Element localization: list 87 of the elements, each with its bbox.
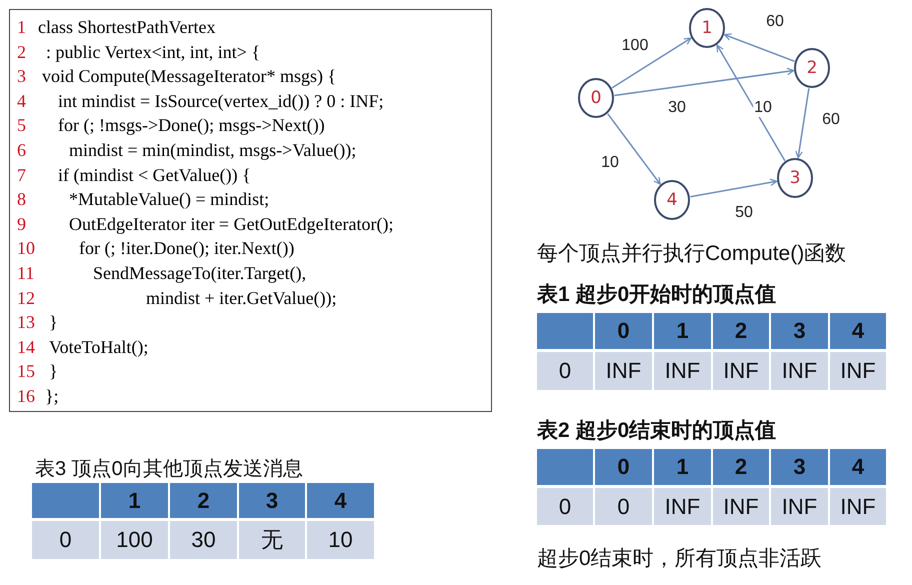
code-line: mindist = min(mindist, msgs->Value()); <box>69 140 356 160</box>
header-cell: 1 <box>654 449 711 485</box>
line-number: 11 <box>17 263 34 283</box>
header-cell: 2 <box>713 313 769 349</box>
table-cell: 0 <box>595 488 652 525</box>
header-cell: 3 <box>771 313 828 349</box>
code-line: for (; !msgs->Done(); msgs->Next()) <box>58 115 325 136</box>
table-cell: INF <box>771 488 828 525</box>
table-title: 表1 超步0开始时的顶点值 <box>537 282 776 308</box>
table-cell: 0 <box>32 521 99 559</box>
table-cell: INF <box>595 352 652 390</box>
line-number: 6 <box>17 140 26 160</box>
code-line: OutEdgeIterator iter = GetOutEdgeIterator(); <box>69 214 394 234</box>
code-line: void Compute(MessageIterator* msgs) { <box>42 66 336 86</box>
header-cell: 0 <box>595 449 652 485</box>
code-line: : public Vertex<int, int, int> { <box>46 42 260 62</box>
code-line: class ShortestPathVertex <box>38 17 216 37</box>
vertex-number: 2 <box>806 58 818 78</box>
vertex-circle <box>689 8 725 48</box>
edge-label: 10 <box>753 99 773 117</box>
note: 超步0结束时，所有顶点非活跃 <box>537 546 822 572</box>
line-number: 9 <box>17 214 26 234</box>
code-line: } <box>49 312 58 332</box>
table-cell: 0 <box>537 352 593 390</box>
line-number: 14 <box>17 336 35 357</box>
code-line: int mindist = IsSource(vertex_id()) ? 0 : INF; <box>58 90 384 111</box>
arrow <box>716 44 786 162</box>
caption: 每个顶点并行执行Compute()函数 <box>537 241 846 267</box>
table-cell: 10 <box>307 521 374 559</box>
line-number: 2 <box>17 42 26 62</box>
header-cell: 3 <box>239 483 305 518</box>
code-line: VoteToHalt(); <box>49 336 148 357</box>
line-number: 8 <box>17 189 26 210</box>
table-cell: INF <box>830 488 886 525</box>
arrow <box>690 178 778 198</box>
line-number: 10 <box>17 238 35 258</box>
table-cell: 100 <box>101 521 168 559</box>
table-cell: 0 <box>537 488 593 525</box>
code-line: if (mindist < GetValue()) { <box>58 164 251 185</box>
arrow <box>612 38 692 88</box>
vertex-circle <box>777 158 813 198</box>
code-line: for (; !iter.Done(); iter.Next()) <box>79 238 294 258</box>
line-number: 7 <box>17 164 26 185</box>
code-line: *MutableValue() = mindist; <box>69 189 270 210</box>
arrow <box>614 68 794 96</box>
table-cell: INF <box>771 352 828 390</box>
code-box <box>9 9 492 412</box>
table-cell: 无 <box>239 521 305 559</box>
header-cell: 1 <box>101 483 168 518</box>
line-number: 13 <box>17 312 35 332</box>
table-title: 表3 顶点0向其他顶点发送消息 <box>35 457 303 482</box>
header-cell: 1 <box>654 313 711 349</box>
line-number: 5 <box>17 115 26 136</box>
vertex-number: 0 <box>590 88 602 108</box>
line-number: 12 <box>17 288 35 308</box>
vertex-number: 3 <box>790 168 800 188</box>
table-cell: INF <box>654 352 711 390</box>
arrow <box>607 113 661 185</box>
table-cell: INF <box>713 352 769 390</box>
vertex-number: 1 <box>702 18 712 38</box>
table-cell: INF <box>713 488 769 525</box>
header-cell: 3 <box>771 449 828 485</box>
table-cell: 30 <box>170 521 237 559</box>
line-number: 16 <box>17 386 35 406</box>
header-cell: 2 <box>170 483 237 518</box>
header-cell: 4 <box>830 313 886 349</box>
code-line: SendMessageTo(iter.Target(), <box>93 263 306 283</box>
table-cell: INF <box>654 488 711 525</box>
table-title: 表2 超步0结束时的顶点值 <box>537 418 776 444</box>
vertex-number: 4 <box>666 190 678 210</box>
vertex-circle <box>578 78 614 118</box>
line-number: 4 <box>17 90 26 111</box>
header-cell: 0 <box>595 313 652 349</box>
header-cell: 4 <box>307 483 374 518</box>
line-number: 1 <box>17 17 26 37</box>
line-number: 15 <box>17 361 35 382</box>
vertex-circle <box>654 180 690 220</box>
code-line: }; <box>45 386 59 406</box>
code-line: mindist + iter.GetValue()); <box>146 288 337 308</box>
header-cell: 4 <box>830 449 886 485</box>
vertex-circle <box>794 48 830 88</box>
table-cell: INF <box>830 352 886 390</box>
arrow <box>724 33 795 62</box>
code-line: } <box>49 361 58 382</box>
line-number: 3 <box>17 66 26 86</box>
header-cell: 2 <box>713 449 769 485</box>
arrow <box>795 88 810 158</box>
